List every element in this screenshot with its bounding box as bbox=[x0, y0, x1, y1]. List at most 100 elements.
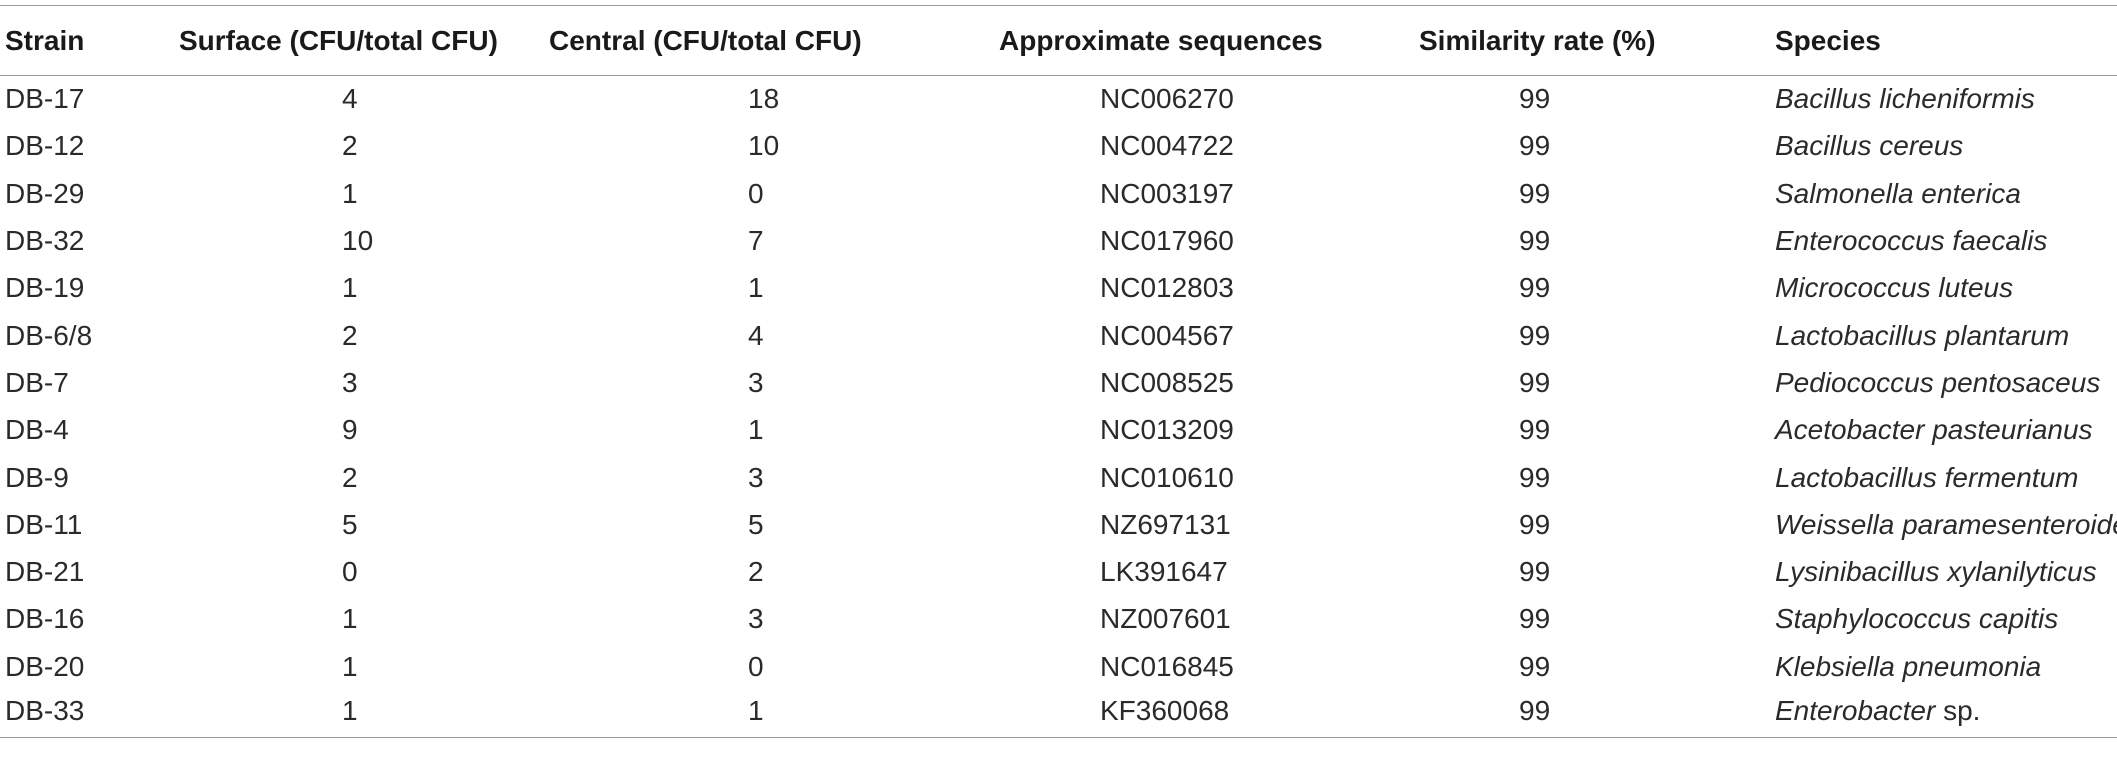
table-body: DB-17 4 18 NC006270 99 Bacillus lichenif… bbox=[0, 76, 2117, 739]
cell-approximate-sequence: NC004567 bbox=[1100, 319, 1234, 351]
cell-species: Salmonella enterica bbox=[1690, 170, 2117, 217]
cell-approximate-sequence: NC004722 bbox=[1100, 130, 1234, 162]
table-row: DB-17 4 18 NC006270 99 Bacillus lichenif… bbox=[0, 76, 2117, 123]
cell-species: Lactobacillus plantarum bbox=[1690, 312, 2117, 359]
header-approximate-sequences: Approximate sequences bbox=[930, 5, 1340, 76]
cell-approximate-sequence: NC017960 bbox=[1100, 225, 1234, 257]
cell-similarity: 99 bbox=[1519, 130, 1551, 162]
species-name: Salmonella enterica bbox=[1775, 177, 2021, 209]
table-row: DB-29 1 0 NC003197 99 Salmonella enteric… bbox=[0, 170, 2117, 217]
header-species: Species bbox=[1690, 5, 2117, 76]
species-suffix: sp. bbox=[1935, 694, 1981, 726]
cell-strain: DB-9 bbox=[5, 461, 69, 493]
table-row: DB-9 2 3 NC010610 99 Lactobacillus ferme… bbox=[0, 454, 2117, 501]
cell-approximate-sequence: NC016845 bbox=[1100, 650, 1234, 682]
species-name: Staphylococcus capitis bbox=[1775, 603, 2059, 635]
cell-species: Staphylococcus capitis bbox=[1690, 596, 2117, 643]
cell-approximate-sequence: NC003197 bbox=[1100, 177, 1234, 209]
table-row: DB-33 1 1 KF360068 99 Enterobacter sp. bbox=[0, 690, 2117, 739]
cell-similarity: 99 bbox=[1519, 83, 1551, 115]
cell-surface: 3 bbox=[342, 366, 358, 398]
cell-surface: 9 bbox=[342, 414, 358, 446]
cell-species: Bacillus cereus bbox=[1690, 123, 2117, 170]
cell-central: 7 bbox=[748, 225, 764, 257]
cell-central: 3 bbox=[748, 366, 764, 398]
cell-approximate-sequence: NC013209 bbox=[1100, 414, 1234, 446]
cell-similarity: 99 bbox=[1340, 690, 1690, 739]
species-name: Weissella paramesenteroides bbox=[1775, 508, 2117, 540]
table-row: DB-7 3 3 NC008525 99 Pediococcus pentosa… bbox=[0, 359, 2117, 406]
cell-approximate-sequence: NC012803 bbox=[1100, 272, 1234, 304]
table-row: DB-4 9 1 NC013209 99 Acetobacter pasteur… bbox=[0, 407, 2117, 454]
cell-strain: DB-21 bbox=[5, 556, 85, 588]
cell-similarity: 99 bbox=[1519, 650, 1551, 682]
cell-surface: 5 bbox=[342, 508, 358, 540]
cell-surface: 2 bbox=[342, 319, 358, 351]
species-name: Pediococcus pentosaceus bbox=[1775, 366, 2101, 398]
cell-surface: 0 bbox=[342, 556, 358, 588]
table-row: DB-20 1 0 NC016845 99 Klebsiella pneumon… bbox=[0, 643, 2117, 690]
cell-central: 1 bbox=[748, 414, 764, 446]
cell-central: 1 bbox=[748, 272, 764, 304]
cell-species: Enterobacter sp. bbox=[1690, 690, 2117, 739]
table-row: DB-6/8 2 4 NC004567 99 Lactobacillus pla… bbox=[0, 312, 2117, 359]
species-name: Lactobacillus plantarum bbox=[1775, 319, 2070, 351]
cell-central: 3 bbox=[748, 461, 764, 493]
table-row: DB-11 5 5 NZ697131 99 Weissella paramese… bbox=[0, 501, 2117, 548]
cell-species: Acetobacter pasteurianus bbox=[1690, 407, 2117, 454]
cell-approximate-sequence: NZ007601 bbox=[1100, 603, 1231, 635]
header-surface: Surface (CFU/total CFU) bbox=[170, 5, 520, 76]
cell-surface: 1 bbox=[342, 650, 358, 682]
cell-approximate-sequence: KF360068 bbox=[930, 690, 1340, 739]
header-strain: Strain bbox=[0, 5, 170, 76]
strain-identification-table: Strain Surface (CFU/total CFU) Central (… bbox=[0, 5, 2117, 739]
cell-similarity: 99 bbox=[1519, 603, 1551, 635]
cell-strain: DB-19 bbox=[5, 272, 85, 304]
header-row: Strain Surface (CFU/total CFU) Central (… bbox=[0, 5, 2117, 76]
cell-strain: DB-33 bbox=[0, 690, 170, 739]
cell-similarity: 99 bbox=[1519, 414, 1551, 446]
cell-surface: 2 bbox=[342, 130, 358, 162]
species-name: Acetobacter pasteurianus bbox=[1775, 414, 2093, 446]
cell-approximate-sequence: NC006270 bbox=[1100, 83, 1234, 115]
header-central: Central (CFU/total CFU) bbox=[520, 5, 930, 76]
cell-similarity: 99 bbox=[1519, 177, 1551, 209]
cell-species: Klebsiella pneumonia bbox=[1690, 643, 2117, 690]
cell-surface: 1 bbox=[342, 177, 358, 209]
cell-strain: DB-20 bbox=[5, 650, 85, 682]
cell-similarity: 99 bbox=[1519, 461, 1551, 493]
species-name: Enterococcus faecalis bbox=[1775, 225, 2048, 257]
species-name: Enterobacter bbox=[1775, 694, 1936, 726]
cell-surface: 1 bbox=[342, 603, 358, 635]
species-name: Lactobacillus fermentum bbox=[1775, 461, 2079, 493]
cell-central: 10 bbox=[748, 130, 780, 162]
cell-species: Micrococcus luteus bbox=[1690, 265, 2117, 312]
header-similarity-rate: Similarity rate (%) bbox=[1340, 5, 1690, 76]
table-row: DB-32 10 7 NC017960 99 Enterococcus faec… bbox=[0, 217, 2117, 264]
cell-central: 2 bbox=[748, 556, 764, 588]
species-name: Lysinibacillus xylanilyticus bbox=[1775, 556, 2097, 588]
cell-surface: 10 bbox=[342, 225, 374, 257]
cell-surface: 1 bbox=[170, 690, 520, 739]
cell-surface: 4 bbox=[342, 83, 358, 115]
table-row: DB-21 0 2 LK391647 99 Lysinibacillus xyl… bbox=[0, 548, 2117, 595]
cell-strain: DB-4 bbox=[5, 414, 69, 446]
cell-strain: DB-16 bbox=[5, 603, 85, 635]
cell-similarity: 99 bbox=[1519, 366, 1551, 398]
cell-strain: DB-17 bbox=[5, 83, 85, 115]
cell-similarity: 99 bbox=[1519, 508, 1551, 540]
table-row: DB-19 1 1 NC012803 99 Micrococcus luteus bbox=[0, 265, 2117, 312]
cell-strain: DB-7 bbox=[5, 366, 69, 398]
cell-strain: DB-12 bbox=[5, 130, 85, 162]
species-name: Bacillus cereus bbox=[1775, 130, 1964, 162]
cell-similarity: 99 bbox=[1519, 272, 1551, 304]
cell-central: 0 bbox=[748, 177, 764, 209]
cell-strain: DB-29 bbox=[5, 177, 85, 209]
cell-approximate-sequence: NC008525 bbox=[1100, 366, 1234, 398]
cell-surface: 1 bbox=[342, 272, 358, 304]
cell-similarity: 99 bbox=[1519, 225, 1551, 257]
cell-similarity: 99 bbox=[1519, 319, 1551, 351]
cell-species: Enterococcus faecalis bbox=[1690, 217, 2117, 264]
cell-approximate-sequence: LK391647 bbox=[1100, 556, 1228, 588]
